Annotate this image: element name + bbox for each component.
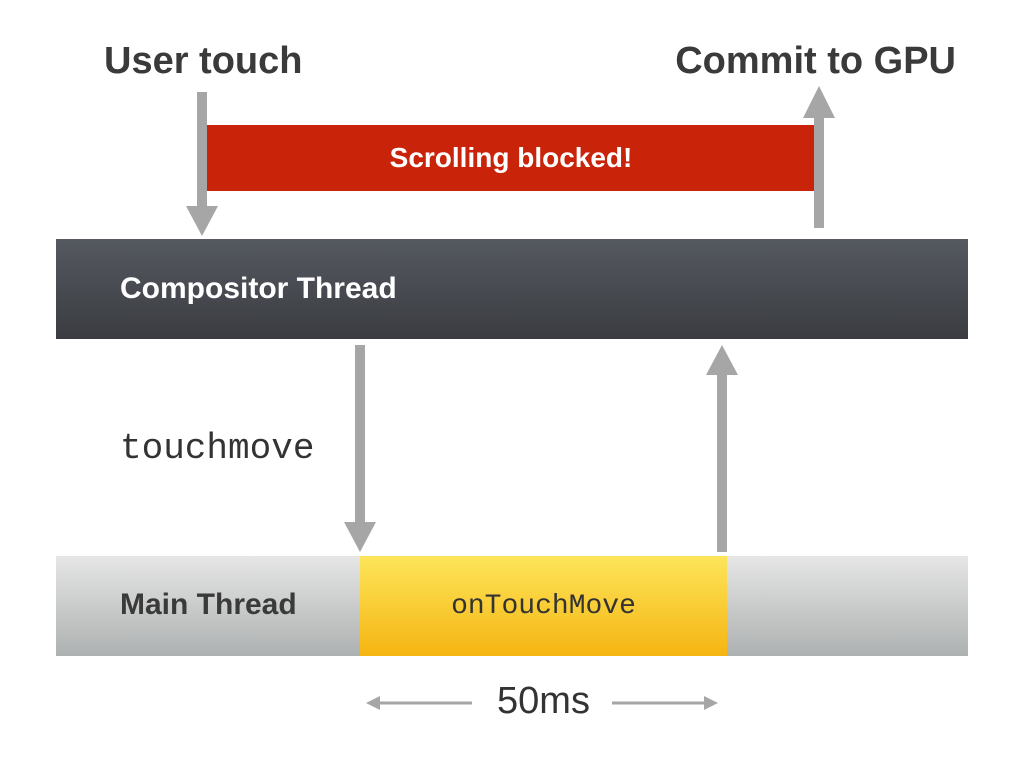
compositor-thread-bar: Compositor Thread <box>56 239 968 339</box>
scrolling-blocked-bar: Scrolling blocked! <box>205 125 817 191</box>
user-touch-label: User touch <box>104 40 303 82</box>
compositor-thread-label: Compositor Thread <box>120 272 397 305</box>
ontouchmove-handler-block: onTouchMove <box>360 556 727 656</box>
touchmove-down-arrow <box>344 345 376 552</box>
ontouchmove-handler-label: onTouchMove <box>451 590 636 622</box>
duration-left-arrow <box>366 696 472 710</box>
commit-to-gpu-label: Commit to GPU <box>675 40 956 82</box>
touchmove-event-label: touchmove <box>120 428 315 469</box>
user-touch-down-arrow <box>186 92 218 236</box>
commit-gpu-up-arrow <box>803 86 835 228</box>
duration-right-arrow <box>612 696 718 710</box>
duration-label: 50ms <box>497 680 590 722</box>
return-up-arrow <box>706 345 738 552</box>
scrolling-blocked-text: Scrolling blocked! <box>389 142 633 173</box>
main-thread-label: Main Thread <box>120 588 297 621</box>
